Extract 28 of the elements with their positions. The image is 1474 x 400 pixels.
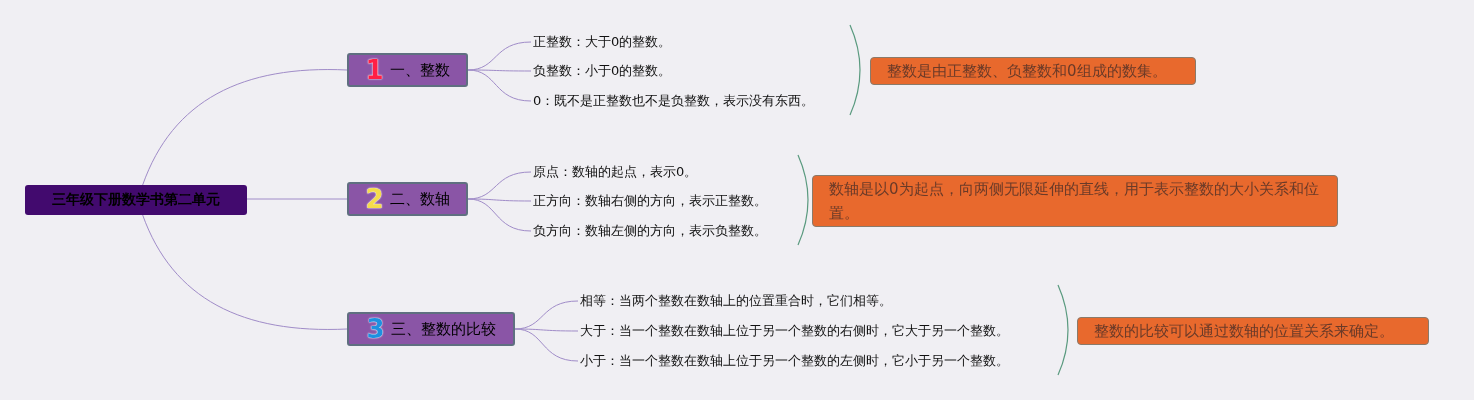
summary-box: 整数的比较可以通过数轴的位置关系来确定。 [1077,317,1429,345]
summary-box: 数轴是以0为起点，向两侧无限延伸的直线，用于表示整数的大小关系和位置。 [812,175,1338,227]
summary-box: 整数是由正整数、负整数和0组成的数集。 [870,57,1196,85]
subtopic-text: 正整数：大于0的整数。 [533,31,672,53]
topic-label: 二、数轴 [389,189,450,209]
connector-line [142,69,348,186]
connector-line [467,69,532,102]
topic-number: 3 [366,315,385,343]
topic-label: 三、整数的比较 [390,319,496,339]
topic-box [347,182,468,216]
subtopic-text: 原点：数轴的起点，表示0。 [533,161,698,183]
subtopic-text: 相等：当两个整数在数轴上的位置重合时，它们相等。 [580,290,892,312]
subtopic-text: 小于：当一个整数在数轴上位于另一个整数的左侧时，它小于另一个整数。 [580,350,1009,372]
topic-label: 一、整数 [389,60,450,80]
subtopic-text: 正方向：数轴右侧的方向，表示正整数。 [533,190,767,212]
connector-line [142,214,348,330]
topic-box [347,53,468,87]
subtopic-text: 负方向：数轴左侧的方向，表示负整数。 [533,220,767,242]
subtopic-text: 负整数：小于0的整数。 [533,60,672,82]
connector-line [246,198,348,200]
topic-number: 2 [365,185,384,213]
topic-box [347,312,515,346]
connector-line [514,328,579,362]
topic-number: 1 [365,56,384,84]
subtopic-text: 0：既不是正整数也不是负整数，表示没有东西。 [533,90,815,112]
central-topic: 三年级下册数学书第二单元 [25,185,247,215]
connector-line [467,198,532,232]
subtopic-text: 大于：当一个整数在数轴上位于另一个整数的右侧时，它大于另一个整数。 [580,320,1009,342]
